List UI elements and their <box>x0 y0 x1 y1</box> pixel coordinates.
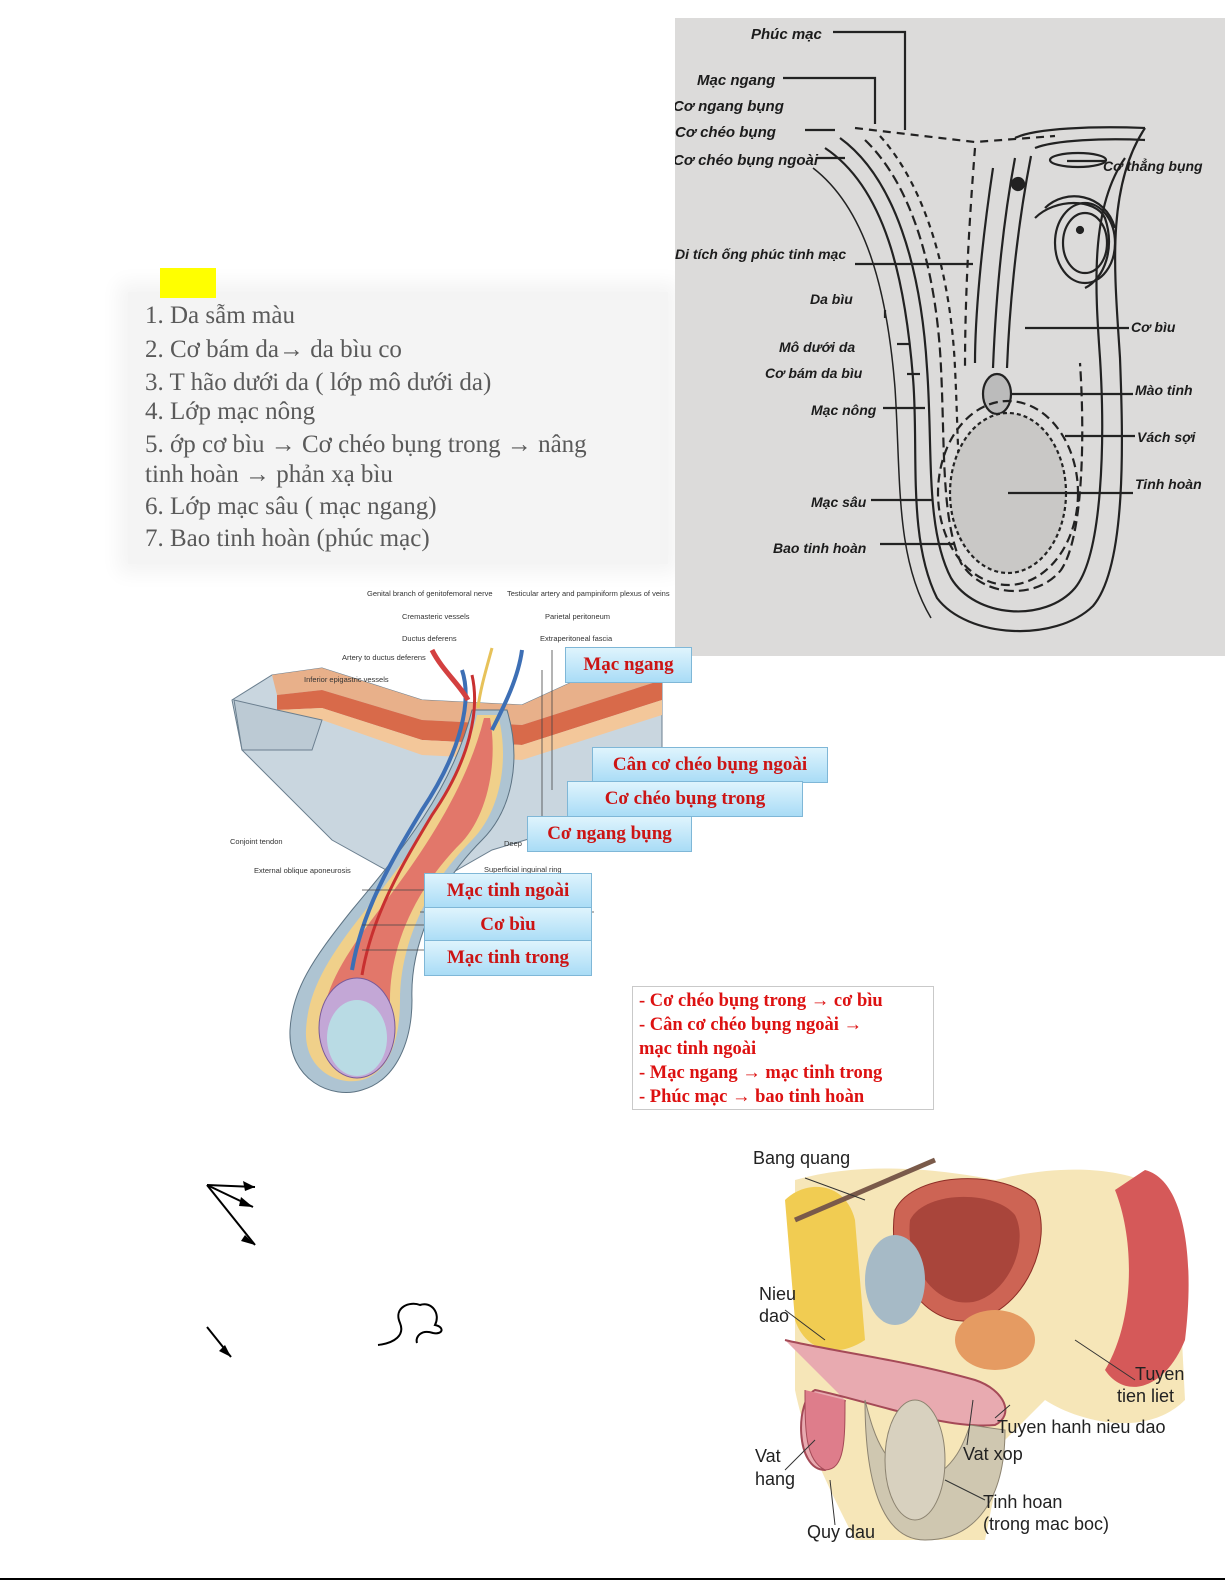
summary-line: - Cân cơ chéo bụng ngoài → <box>639 1015 863 1035</box>
label-tuyen: Tuyen <box>1135 1364 1184 1384</box>
label-co-thang-bung: Cơ thẳng bụng <box>1103 158 1203 174</box>
label-di-tich: Di tích ống phúc tinh mạc <box>675 246 846 262</box>
label-co-biu: Cơ bìu <box>1131 319 1176 335</box>
callout-co-ngang-bung: Cơ ngang bụng <box>527 816 692 852</box>
label-vat: Vat <box>755 1446 781 1466</box>
callout-can-co-cheo-bung-ngoai: Cân cơ chéo bụng ngoài <box>592 747 828 783</box>
callout-mac-tinh-ngoai: Mạc tinh ngoài <box>424 873 592 909</box>
small-label: Cremasteric vessels <box>402 612 470 621</box>
label-tinh-hoan: Tinh hoàn <box>1135 476 1202 492</box>
callout-co-cheo-bung-trong: Cơ chéo bụng trong <box>567 781 803 817</box>
label-hang: hang <box>755 1469 795 1489</box>
summary-line: - Cơ chéo bụng trong → cơ bìu <box>639 991 883 1011</box>
label-co-ngang-bung: Cơ ngang bụng <box>675 98 784 115</box>
scribble-marks <box>206 1181 443 1358</box>
label-mac-sau: Mạc sâu <box>811 494 867 510</box>
label-mao-tinh: Mào tinh <box>1135 382 1193 398</box>
label-tinh-hoan: Tinh hoan <box>983 1492 1062 1512</box>
pelvis-sagittal-illustration: Bang quang Nieu dao Tuyen tien liet Tuye… <box>745 1140 1195 1560</box>
label-dao: dao <box>759 1306 789 1326</box>
callout-mac-tinh-trong: Mạc tinh trong <box>424 940 592 976</box>
label-tuyen-hanh: Tuyen hanh nieu dao <box>997 1417 1165 1437</box>
scribble-icon <box>377 1302 443 1346</box>
small-label: Extraperitoneal fascia <box>540 634 613 643</box>
label-mo-duoi-da: Mô dưới da <box>779 339 855 355</box>
label-bao-tinh-hoan: Bao tinh hoàn <box>773 540 866 556</box>
page-bottom-rule <box>0 1578 1225 1580</box>
label-vat-xop: Vat xop <box>963 1444 1023 1464</box>
small-label: Testicular artery and pampiniform plexus… <box>507 590 670 598</box>
list-item: 4. Lớp mạc nông <box>145 398 316 425</box>
small-label: Parietal peritoneum <box>545 612 610 621</box>
summary-line: mạc tinh ngoài <box>639 1039 757 1059</box>
label-co-bam-da-biu: Cơ bám da bìu <box>765 365 863 381</box>
summary-box: - Cơ chéo bụng trong → cơ bìu - Cân cơ c… <box>632 986 934 1110</box>
small-label: Ductus deferens <box>402 634 457 643</box>
small-label: External oblique aponeurosis <box>254 866 351 875</box>
arrow-icon <box>206 1184 256 1246</box>
label-phuc-mac: Phúc mạc <box>751 26 823 43</box>
list-item: 1. Da sẫm màu <box>145 302 295 329</box>
label-bang-quang: Bang quang <box>753 1148 850 1168</box>
callout-mac-ngang: Mạc ngang <box>565 647 692 683</box>
label-co-cheo-bung: Cơ chéo bụng <box>675 124 776 141</box>
label-quy-dau: Quy dau <box>807 1522 875 1542</box>
list-item: 7. Bao tinh hoàn (phúc mạc) <box>145 525 430 552</box>
small-label: Superficial inguinal ring <box>484 865 562 874</box>
label-mac-nong: Mạc nông <box>811 402 877 418</box>
label-trong-mac-boc: (trong mac boc) <box>983 1514 1109 1534</box>
yellow-highlight <box>160 268 216 298</box>
small-label: Inferior epigastric vessels <box>304 675 389 684</box>
label-mac-ngang: Mạc ngang <box>697 72 775 89</box>
label-co-cheo-bung-ngoai: Cơ chéo bụng ngoài <box>675 152 819 169</box>
small-label: Conjoint tendon <box>230 837 283 846</box>
list-item: tinh hoàn → phản xạ bìu <box>145 461 393 488</box>
callout-co-biu: Cơ bìu <box>424 907 592 943</box>
scrotum-layers-drawing: Phúc mạc Mạc ngang Cơ ngang bụng Cơ chéo… <box>675 26 1203 633</box>
small-label: Deep <box>504 839 522 848</box>
list-item: 6. Lớp mạc sâu ( mạc ngang) <box>145 493 437 520</box>
label-nieu: Nieu <box>759 1284 796 1304</box>
summary-line: - Phúc mạc → bao tinh hoàn <box>639 1087 865 1107</box>
scrotum-layers-photo: Phúc mạc Mạc ngang Cơ ngang bụng Cơ chéo… <box>675 18 1225 656</box>
pelvis-drawing: Bang quang Nieu dao Tuyen tien liet Tuye… <box>753 1148 1189 1542</box>
list-item: 2. Cơ bám da→ da bìu co <box>145 336 402 363</box>
label-da-biu: Da bìu <box>810 291 853 307</box>
summary-line: - Mạc ngang → mạc tinh trong <box>639 1063 883 1083</box>
list-item: 3. T hão dưới da ( lớp mô dưới da) <box>145 369 492 396</box>
list-background <box>128 292 668 564</box>
list-item: 5. ớp cơ bìu → Cơ chéo bụng trong → nâng <box>145 431 587 458</box>
label-vach-soi: Vách sợi <box>1137 429 1197 445</box>
small-label: Artery to ductus deferens <box>342 653 426 662</box>
label-tien-liet: tien liet <box>1117 1386 1174 1406</box>
small-label: Genital branch of genitofemoral nerve <box>367 590 493 598</box>
